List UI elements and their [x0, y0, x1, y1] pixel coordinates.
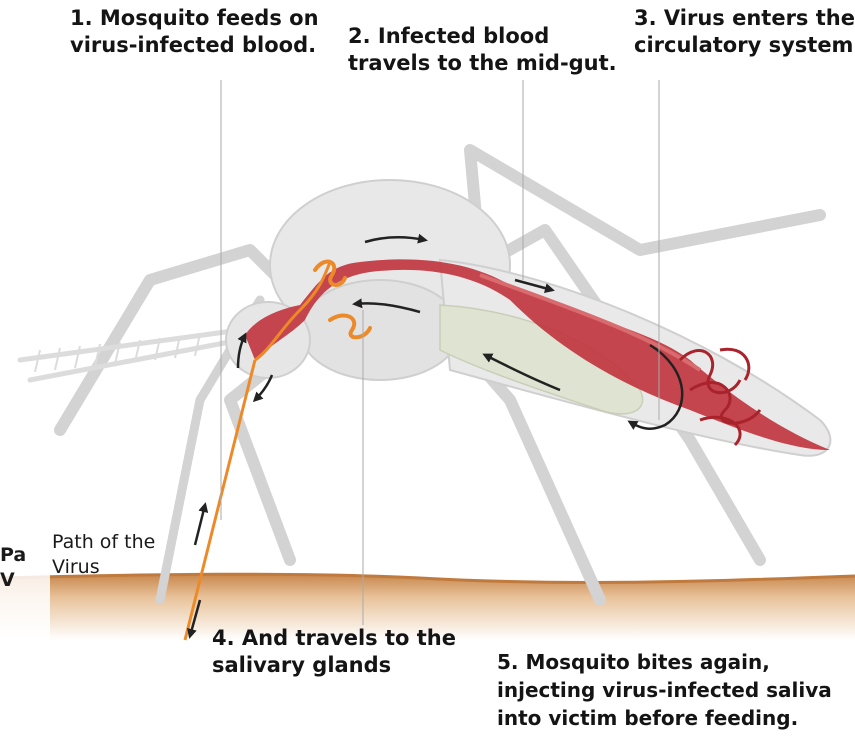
step-3-line-2: circulatory system — [634, 32, 855, 59]
cropped-label-line-2: V — [0, 568, 50, 593]
step-5-line-2: injecting virus-infected saliva — [497, 676, 832, 704]
cropped-label-line-1: Pa — [0, 543, 50, 568]
step-4-line-2: salivary glands — [212, 652, 456, 679]
cropped-label: Pa V — [0, 543, 50, 593]
thorax-underside — [300, 280, 460, 380]
step-2-number: 2. — [348, 24, 371, 48]
step-4-line-1: 4. And travels to the — [212, 625, 456, 652]
step-2-line-2: travels to the mid-gut. — [348, 50, 617, 77]
step-1-line-2: virus-infected blood. — [70, 32, 319, 59]
step-5-label: 5. Mosquito bites again, injecting virus… — [497, 648, 832, 732]
step-2-text-1: Infected blood — [378, 24, 549, 48]
step-4-number: 4. — [212, 626, 235, 650]
step-5-number: 5. — [497, 650, 519, 674]
path-label-line-2: Virus — [52, 555, 155, 580]
antennae — [20, 330, 240, 380]
step-1-number: 1. — [70, 6, 93, 30]
step-3-number: 3. — [634, 6, 657, 30]
step-4-label: 4. And travels to the salivary glands — [212, 625, 456, 679]
path-of-virus-label: Path of the Virus — [52, 530, 155, 580]
step-5-line-1: 5. Mosquito bites again, — [497, 648, 832, 676]
step-2-label: 2. Infected blood travels to the mid-gut… — [348, 23, 617, 77]
step-4-text-1: And travels to the — [242, 626, 456, 650]
step-3-line-1: 3. Virus enters the — [634, 5, 855, 32]
step-1-label: 1. Mosquito feeds on virus-infected bloo… — [70, 5, 319, 59]
path-label-line-1: Path of the — [52, 530, 155, 555]
step-3-label: 3. Virus enters the circulatory system — [634, 5, 855, 59]
step-2-line-1: 2. Infected blood — [348, 23, 617, 50]
step-3-text-1: Virus enters the — [664, 6, 855, 30]
step-1-line-1: 1. Mosquito feeds on — [70, 5, 319, 32]
step-5-text-1: Mosquito bites again, — [525, 650, 769, 674]
step-5-line-3: into victim before feeding. — [497, 704, 832, 732]
step-1-text-1: Mosquito feeds on — [100, 6, 319, 30]
